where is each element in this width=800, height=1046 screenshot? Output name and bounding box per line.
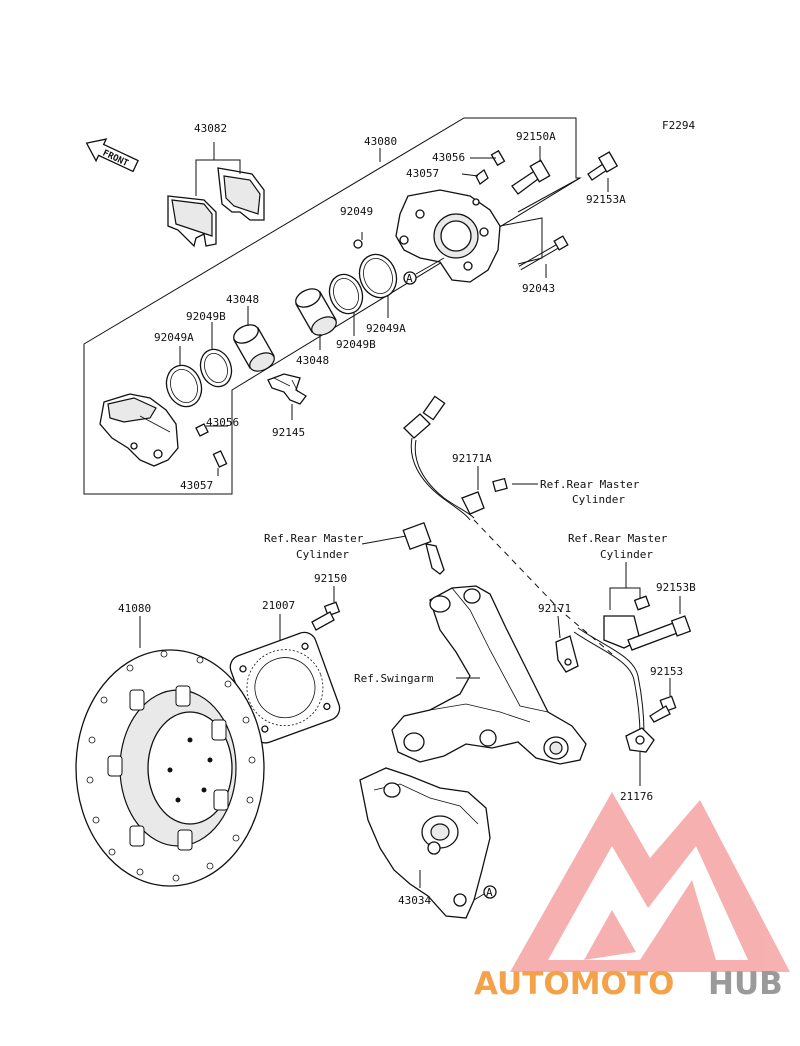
piston-43048-top [233,324,275,372]
label-92043: 92043 [522,282,555,295]
label-92049-top: 92049 [340,205,373,218]
label-21176: 21176 [620,790,653,803]
bleeder-valve-top [475,149,506,185]
label-92145: 92145 [272,426,305,439]
seal-92049 [353,239,363,249]
svg-text:A: A [486,886,493,899]
label-92049B-left: 92049B [186,310,226,323]
label-43057-bottom: 43057 [180,479,213,492]
front-arrow-icon: FRONT [85,138,139,173]
ref-rear-master-1-line2: Cylinder [572,493,625,506]
label-92171: 92171 [538,602,571,615]
label-92150A: 92150A [516,130,556,143]
label-43056-top: 43056 [432,151,465,164]
label-43082: 43082 [194,122,227,135]
bolt-92153B [627,615,692,651]
routing-dashed-line [473,519,613,655]
brake-pad-set [167,167,265,248]
callout-a-bottom [483,885,497,899]
watermark-hub: HUB [708,966,783,1002]
ref-swingarm: Ref.Swingarm [354,672,434,685]
clamp-92171 [555,635,579,673]
abs-speed-sensor [625,727,655,753]
pin-92043 [518,235,569,271]
bolt-92153 [649,695,677,723]
seal-92049B-right [328,273,364,315]
watermark-automoto: AUTOMOTO [474,966,674,1002]
pad-spring-92145 [267,373,307,405]
clamp-92171A [461,477,508,515]
seal-92049A-right [358,253,398,299]
label-43048-bottom: 43048 [296,354,329,367]
ref-rear-master-1-line1: Ref.Rear Master [540,478,640,491]
label-43056-bottom: 43056 [206,416,239,429]
seal-92049A-left [165,364,203,408]
label-43034: 43034 [398,894,431,907]
ref-rear-master-3-line1: Ref.Rear Master [568,532,668,545]
seal-92049B-left [199,348,233,388]
abs-sensor-rotor [229,631,341,744]
label-92049B-right: 92049B [336,338,376,351]
swingarm-bracket [391,585,587,765]
bleeder-valve-bottom [195,423,228,468]
caliper-body-inner [99,393,179,467]
piston-43048-bottom [295,288,337,336]
automotohub-logo [510,792,790,972]
brake-disc [75,649,265,887]
ref-rear-master-2-line1: Ref.Rear Master [264,532,364,545]
label-92171A: 92171A [452,452,492,465]
diagram-code: F2294 [662,119,695,132]
bolt-92150A [511,159,551,195]
label-41080: 41080 [118,602,151,615]
bolt-92150 [311,601,341,631]
label-43057-top: 43057 [406,167,439,180]
label-43048-top: 43048 [226,293,259,306]
label-92153B: 92153B [656,581,696,594]
label-43080: 43080 [364,135,397,148]
label-92150: 92150 [314,572,347,585]
abs-sensor-cable [573,631,641,737]
hose-fitting [402,522,445,575]
ref-rear-master-2-line2: Cylinder [296,548,349,561]
label-92153: 92153 [650,665,683,678]
callout-a-top [403,271,417,285]
ref-rear-master-3-line2: Cylinder [600,548,653,561]
label-92049A-left: 92049A [154,331,194,344]
bolt-92153A [587,151,619,181]
svg-text:A: A [406,272,413,285]
label-92153A: 92153A [586,193,626,206]
caliper-body-outer [395,189,501,283]
label-92049A-right: 92049A [366,322,406,335]
label-21007: 21007 [262,599,295,612]
abs-sensor-lead [403,395,475,521]
